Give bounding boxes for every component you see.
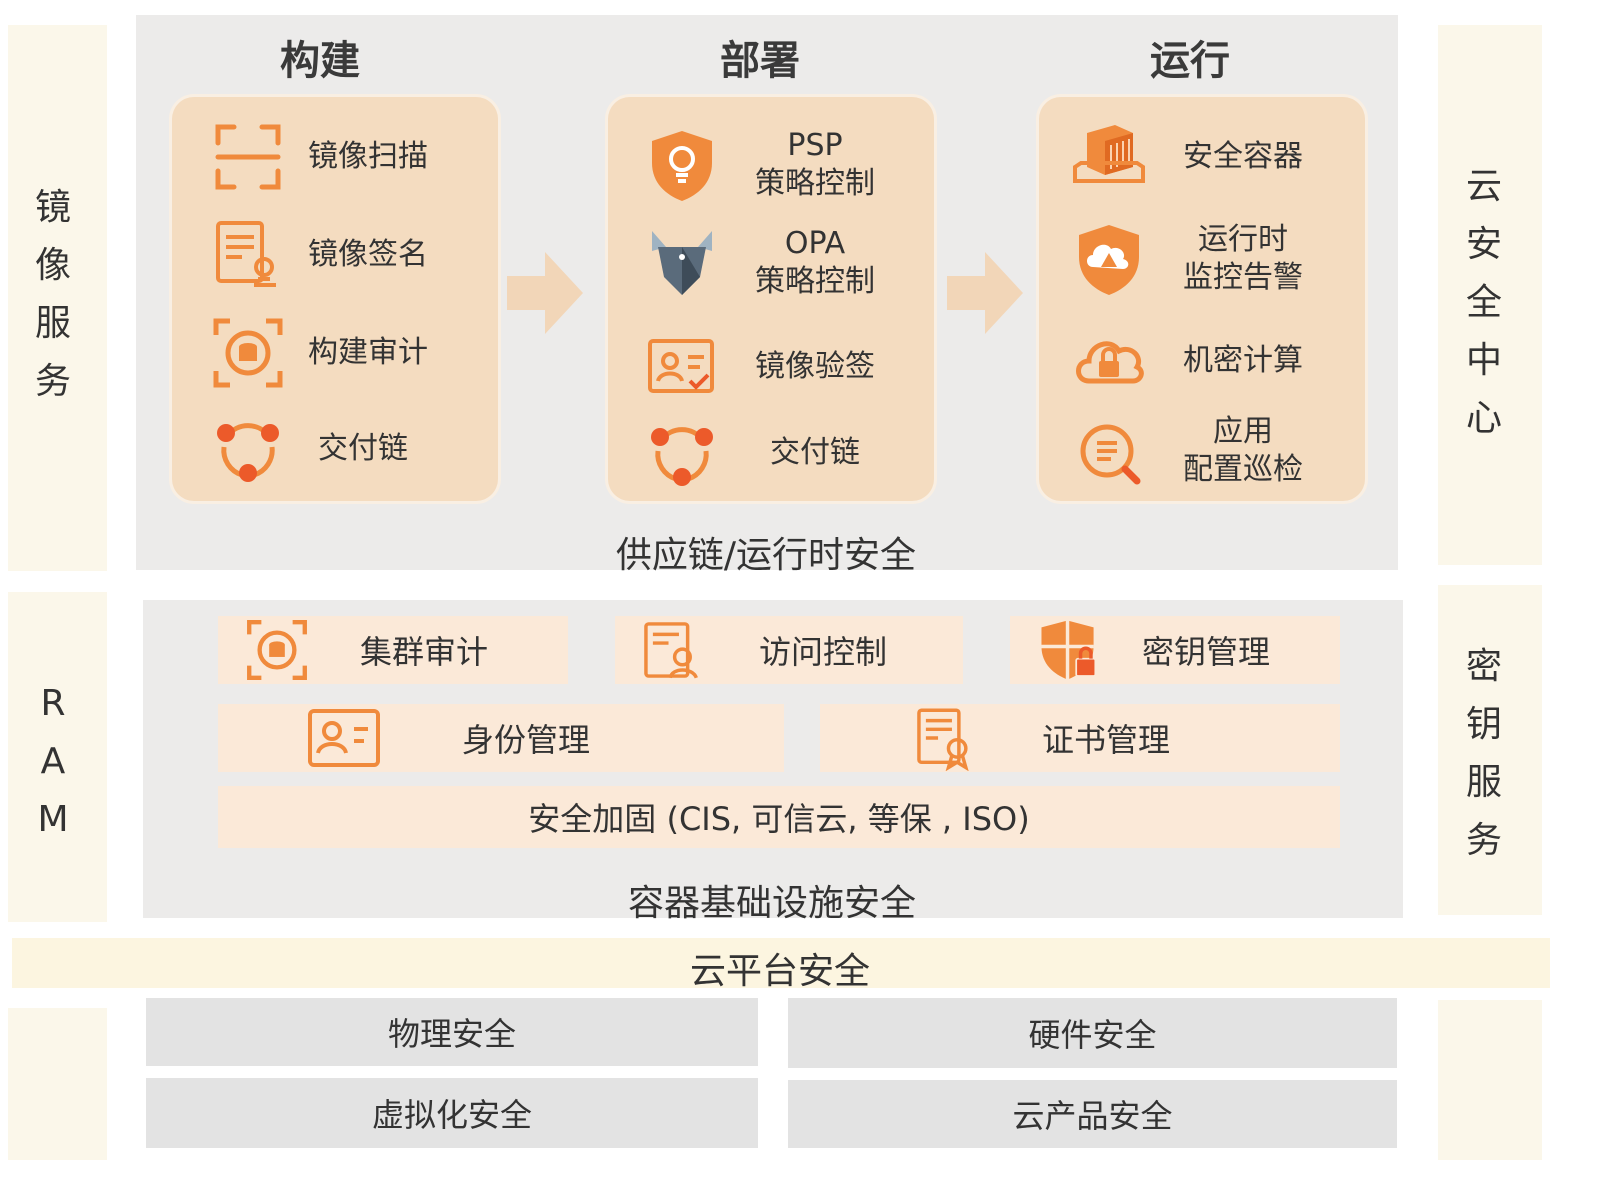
scan-icon xyxy=(215,124,281,190)
stage-item-label: 交付链 xyxy=(318,431,408,466)
image-service-char: 服 xyxy=(34,303,71,344)
infra-item: 证书管理 xyxy=(820,704,1340,772)
container-icon xyxy=(1073,125,1145,183)
infra-item: 访问控制 xyxy=(615,616,963,684)
stage-title-build: 构建 xyxy=(280,38,360,84)
stage-item-label: 机密计算 xyxy=(1183,343,1303,378)
infra-item: 集群审计 xyxy=(218,616,568,684)
cloud-lock-icon xyxy=(1076,341,1144,384)
stage-item-label: OPA 策略控制 xyxy=(755,226,875,299)
id-card-icon xyxy=(308,709,380,767)
audit-icon xyxy=(213,318,283,388)
alert-shield-icon xyxy=(1079,225,1139,295)
right-column-key-service xyxy=(1438,585,1542,915)
stage-item: OPA 策略控制 xyxy=(644,225,880,301)
stage-item-label: 应用 配置巡检 xyxy=(1183,414,1303,487)
stage-item-label: PSP 策略控制 xyxy=(755,128,875,201)
stage-item-label: 镜像签名 xyxy=(308,237,428,272)
cloud-item: 云产品安全 xyxy=(788,1080,1397,1148)
cloud-item: 硬件安全 xyxy=(788,998,1397,1068)
stage-title-run: 运行 xyxy=(1150,38,1230,84)
cloud-item: 虚拟化安全 xyxy=(146,1078,758,1148)
security-center-char: 中 xyxy=(1465,339,1502,381)
stage-item: 镜像扫描 xyxy=(210,119,428,195)
ram-char: R xyxy=(40,683,66,724)
left-column-image-service xyxy=(8,25,107,571)
left-column-ram xyxy=(8,592,107,922)
stage-title-deploy: 部署 xyxy=(720,38,800,84)
infra-item: 身份管理 xyxy=(218,704,784,772)
stage-item: 镜像签名 xyxy=(210,217,428,293)
infra-item-label: 证书管理 xyxy=(1042,721,1171,759)
infra-item: 密钥管理 xyxy=(1010,616,1340,684)
shield-bulb-icon xyxy=(652,131,712,201)
ram-char: M xyxy=(37,799,69,840)
cloud-platform-band xyxy=(12,938,1550,988)
stage-card-run: 安全容器 运行时 监控告警 机密计算 应用 配置巡检 xyxy=(1039,97,1365,501)
stage-item: 运行时 监控告警 xyxy=(1071,221,1313,297)
sign-icon xyxy=(216,221,276,287)
stage-item-label: 镜像扫描 xyxy=(308,139,428,174)
cloud-platform-title: 云平台安全 xyxy=(689,951,870,992)
arrow-deploy-to-run xyxy=(947,252,1023,334)
chain-icon xyxy=(651,427,713,486)
stage-item: 镜像验签 xyxy=(644,329,880,405)
security-center-char: 安 xyxy=(1465,223,1502,265)
stage-item: 构建审计 xyxy=(210,315,428,391)
chain-icon xyxy=(217,423,279,482)
ram-char: A xyxy=(40,741,66,782)
stage-item: 应用 配置巡检 xyxy=(1071,413,1313,489)
stage-card-deploy: PSP 策略控制 OPA 策略控制 镜像验签 xyxy=(608,97,934,501)
audit-icon xyxy=(247,620,307,680)
key-service-char: 密 xyxy=(1465,646,1502,687)
cloud-item: 物理安全 xyxy=(146,998,758,1066)
inspect-icon xyxy=(1080,424,1141,485)
stage-item: 安全容器 xyxy=(1071,119,1313,195)
stage-item: 交付链 xyxy=(210,411,408,487)
infra-item-label: 集群审计 xyxy=(360,633,489,671)
stage-item-label: 运行时 监控告警 xyxy=(1183,222,1303,295)
security-center-char: 云 xyxy=(1465,165,1502,207)
access-icon xyxy=(644,622,698,679)
image-service-char: 像 xyxy=(34,245,71,286)
opa-icon xyxy=(652,231,712,295)
stage-item-label: 镜像验签 xyxy=(755,349,875,384)
key-service-char: 钥 xyxy=(1465,704,1502,745)
left-column-bottom xyxy=(8,1008,107,1160)
infra-caption: 容器基础设施安全 xyxy=(627,883,916,924)
security-center-label: 云 安 全 中 心 xyxy=(1438,160,1530,445)
image-service-label: 镜 像 服 务 xyxy=(8,170,98,420)
arrow-build-to-deploy xyxy=(507,252,583,334)
key-shield-icon xyxy=(1041,620,1097,680)
stage-item-label: 交付链 xyxy=(770,435,860,470)
image-service-char: 务 xyxy=(34,361,71,402)
stage-item: 交付链 xyxy=(644,415,880,491)
infra-item-label: 身份管理 xyxy=(462,721,591,759)
hardening-label: 安全加固 (CIS, 可信云, 等保 , ISO) xyxy=(528,800,1030,838)
right-column-bottom xyxy=(1438,1000,1542,1160)
stage-item-label: 安全容器 xyxy=(1183,139,1303,174)
key-service-char: 务 xyxy=(1465,820,1502,861)
infra-item-label: 访问控制 xyxy=(759,633,888,671)
security-center-char: 心 xyxy=(1465,397,1502,439)
stage-item: PSP 策略控制 xyxy=(644,127,880,203)
verify-icon xyxy=(648,339,714,393)
image-service-char: 镜 xyxy=(34,187,71,228)
hardening-bar: 安全加固 (CIS, 可信云, 等保 , ISO) xyxy=(218,786,1340,848)
stage-card-build: 镜像扫描 镜像签名 构建审计 xyxy=(172,97,498,501)
stage-item: 机密计算 xyxy=(1071,323,1313,399)
infra-item-label: 密钥管理 xyxy=(1142,633,1271,671)
ram-label: R A M xyxy=(8,672,98,852)
certificate-icon xyxy=(917,708,969,771)
key-service-char: 服 xyxy=(1465,762,1502,803)
stage-item-label: 构建审计 xyxy=(308,335,428,370)
key-service-label: 密 钥 服 务 xyxy=(1438,640,1530,868)
right-column-security-center xyxy=(1438,25,1542,565)
supply-chain-caption: 供应链/运行时安全 xyxy=(615,535,917,576)
security-center-char: 全 xyxy=(1465,281,1502,323)
